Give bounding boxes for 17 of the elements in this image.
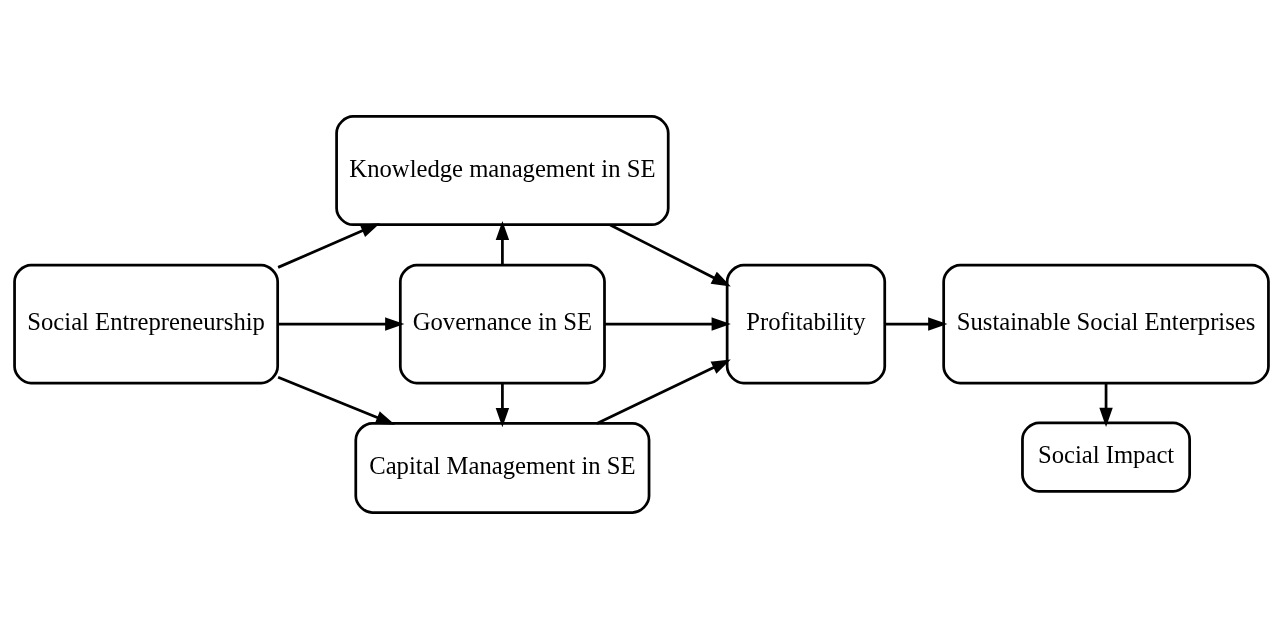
node-box: Sustainable Social Enterprises — [942, 263, 1270, 385]
arrow — [277, 376, 396, 425]
arrow — [278, 317, 405, 331]
arrow — [885, 317, 948, 331]
arrow — [609, 223, 731, 287]
arrow — [604, 317, 731, 331]
node-box: Capital Management in SE — [354, 422, 651, 514]
node-box: Social Impact — [1021, 421, 1191, 493]
node-box: Governance in SE — [398, 263, 606, 385]
arrow — [596, 359, 731, 425]
node-box: Knowledge management in SE — [335, 115, 670, 227]
arrow — [495, 383, 510, 428]
arrow — [1099, 383, 1113, 427]
node-box: Profitability — [725, 263, 887, 385]
arrow — [495, 220, 510, 265]
arrow — [277, 223, 380, 269]
node-box: Social Entrepreneurship — [13, 263, 280, 385]
